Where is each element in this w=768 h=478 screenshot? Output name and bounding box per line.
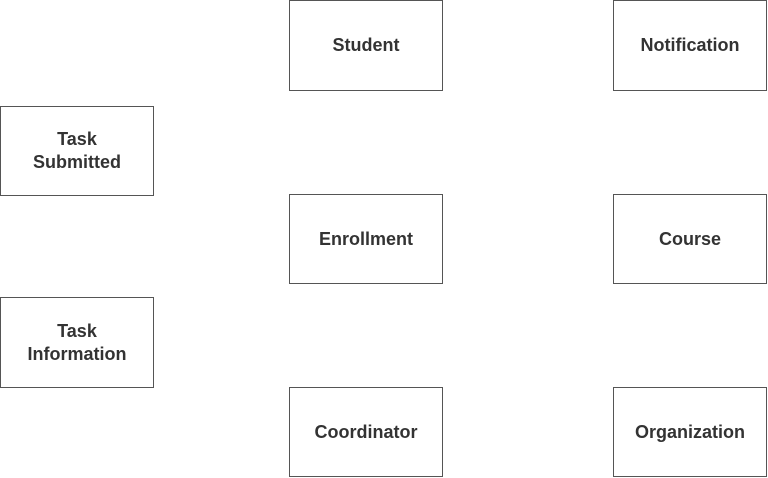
entity-coordinator: Coordinator — [289, 387, 443, 477]
entity-task-information: Task Information — [0, 297, 154, 388]
entity-label: Organization — [634, 421, 745, 442]
entity-label: Student — [332, 35, 400, 55]
entity-label: Notification — [640, 35, 740, 55]
entity-label: Coordinator — [314, 421, 418, 442]
entity-enrollment: Enrollment — [289, 194, 443, 284]
entity-label: Task Information — [27, 320, 127, 364]
entity-student: Student — [289, 0, 443, 91]
entity-label: Task Submitted — [33, 129, 121, 172]
entity-task-submitted: Task Submitted — [0, 106, 154, 196]
entity-course: Course — [613, 194, 767, 284]
entity-notification: Notification — [613, 0, 767, 91]
entity-organization: Organization — [613, 387, 767, 477]
entity-label: Course — [658, 228, 721, 249]
entity-label: Enrollment — [318, 228, 413, 249]
